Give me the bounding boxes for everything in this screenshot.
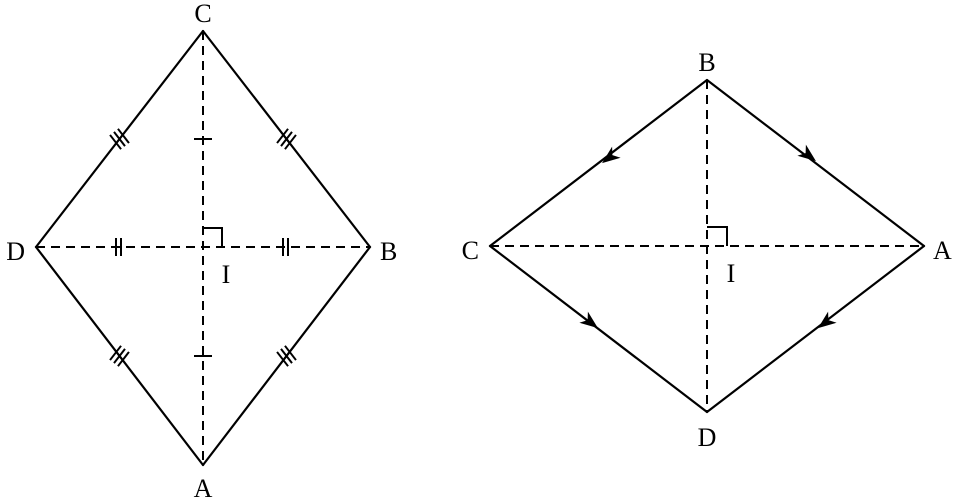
right-figure: B A D C I	[462, 48, 952, 452]
left-vertex-label-top: C	[194, 0, 211, 28]
left-double-tick-di	[115, 238, 122, 256]
right-center-label: I	[727, 259, 736, 288]
right-side-dc	[488, 244, 709, 414]
left-figure: C B A D I	[6, 0, 397, 500]
right-vertex-label-bottom: D	[698, 423, 717, 452]
right-arrow-b-to-a	[797, 144, 816, 162]
right-vertex-label-left: C	[462, 236, 479, 265]
right-side-cb	[488, 78, 709, 248]
right-vertex-label-top: B	[698, 48, 715, 77]
left-vertex-label-right: B	[380, 237, 397, 266]
right-arrow-a-to-d	[818, 311, 837, 329]
right-side-ad	[705, 244, 926, 414]
left-double-tick-ib	[282, 238, 289, 256]
left-triple-tick-cb	[276, 128, 297, 150]
left-vertex-label-left: D	[6, 237, 25, 266]
left-triple-tick-dc	[109, 128, 130, 150]
left-vertex-label-bottom: A	[194, 474, 213, 500]
left-triple-tick-da	[109, 345, 130, 367]
left-center-label: I	[222, 260, 231, 289]
right-vertex-label-right: A	[933, 236, 952, 265]
right-arrow-c-to-d	[579, 311, 598, 329]
right-arrow-b-to-c	[602, 146, 621, 164]
left-triple-tick-ba	[276, 345, 297, 367]
right-side-ba	[705, 78, 926, 248]
left-right-angle-mark	[203, 227, 223, 247]
right-right-angle-mark	[707, 226, 728, 246]
